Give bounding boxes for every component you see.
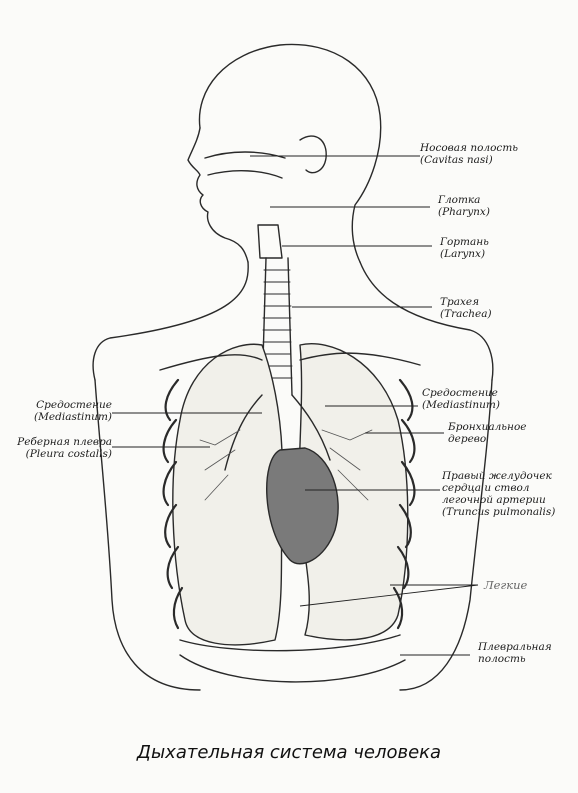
label-trachea: Трахея (Trachea) xyxy=(440,296,492,320)
diagram-caption: Дыхательная система человека xyxy=(0,742,578,763)
label-larynx: Гортань (Larynx) xyxy=(440,236,489,260)
label-nasal-cavity: Носовая полость (Cavitas nasi) xyxy=(420,142,518,166)
right-lung-outline xyxy=(173,344,282,645)
label-right-ventricle: Правый желудочек сердца и ствол легочной… xyxy=(442,470,555,518)
collarbones xyxy=(160,353,420,370)
label-pleural-cavity: Плевральная полость xyxy=(478,641,552,665)
label-lungs: Легкие xyxy=(484,579,527,591)
face-profile xyxy=(188,128,248,262)
pleural-cavity xyxy=(180,655,405,682)
label-mediastinum-left: Средостение (Mediastinum) xyxy=(22,399,112,423)
ear xyxy=(300,136,326,173)
label-costal-pleura: Реберная плевра (Pleura costalis) xyxy=(12,436,112,460)
label-mediastinum-right: Средостение (Mediastinum) xyxy=(422,387,500,411)
label-bronchial-tree: Бронхиальное дерево xyxy=(448,421,526,445)
neck-right xyxy=(360,262,493,380)
larynx-shape xyxy=(258,225,282,258)
label-pharynx: Глотка (Pharynx) xyxy=(438,194,490,218)
